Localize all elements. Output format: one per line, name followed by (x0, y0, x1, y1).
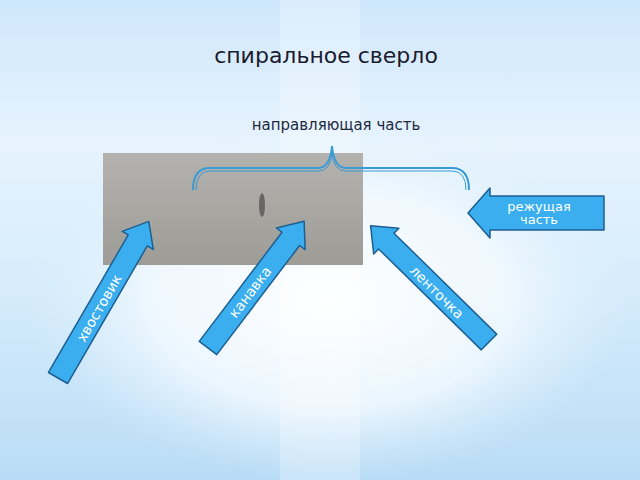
pointer-arrow (42, 212, 164, 387)
part-name: режущая часть (494, 200, 584, 226)
slide-title: спиральное сверло (214, 43, 438, 68)
pointer-arrow (358, 213, 502, 355)
drill-mark (259, 193, 265, 217)
section-label: направляющая часть (252, 116, 421, 134)
pointer-arrow (468, 188, 604, 238)
brace (193, 146, 469, 190)
pointer-arrow (194, 210, 319, 358)
